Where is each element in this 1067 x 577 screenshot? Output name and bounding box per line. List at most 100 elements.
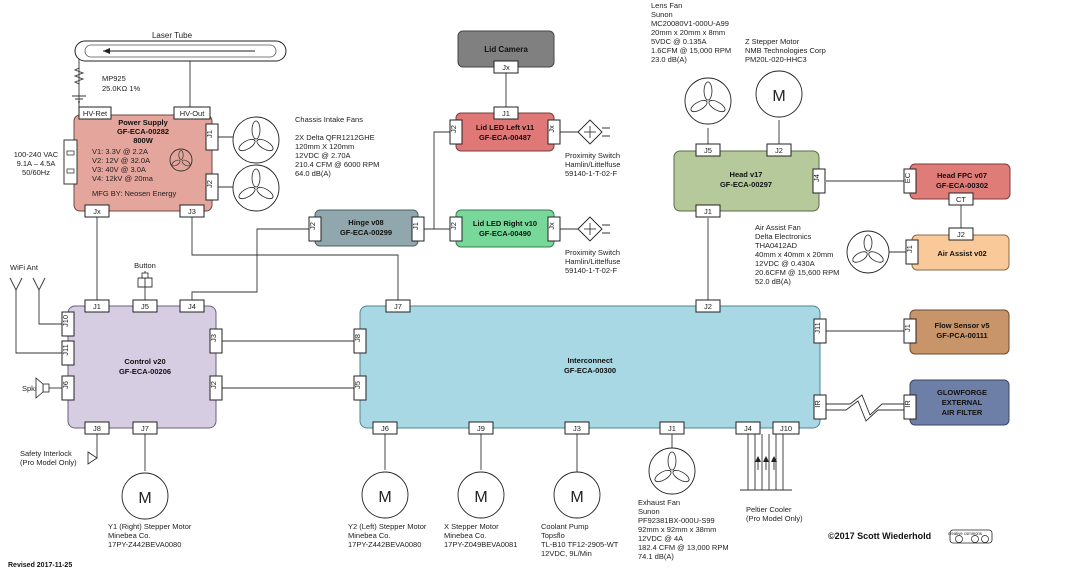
laser-tube-label: Laser Tube bbox=[152, 31, 193, 40]
head-j2: J2 bbox=[775, 146, 783, 155]
lid-led-left-j2: J2 bbox=[449, 125, 458, 133]
air-fan-line6: 20.6CFM @ 15,600 RPM bbox=[755, 268, 839, 277]
interconnect-j10: J10 bbox=[780, 424, 792, 433]
intake-fans-line3: 12VDC @ 2.70A bbox=[295, 151, 351, 160]
power-supply-title: Power Supply bbox=[118, 118, 168, 127]
speaker-icon bbox=[35, 377, 50, 399]
interconnect-j4: J4 bbox=[744, 424, 752, 433]
interconnect-j7: J7 bbox=[394, 302, 402, 311]
control-title: Control v20 bbox=[124, 357, 165, 366]
button-label: Button bbox=[134, 261, 156, 270]
control-j7: J7 bbox=[141, 424, 149, 433]
lid-led-right-jx: Jx bbox=[547, 222, 556, 230]
y1-motor-line1: Y1 (Right) Stepper Motor bbox=[108, 522, 192, 531]
psu-j1: J1 bbox=[205, 130, 214, 138]
exhaust-line7: 74.1 dB(A) bbox=[638, 552, 674, 561]
intake-fan-icon-1 bbox=[232, 116, 280, 164]
prox-switch-2-line2: Hamlin/Littelfuse bbox=[565, 257, 620, 266]
y1-motor-line3: 17PY-Z442BEVA0080 bbox=[108, 540, 181, 549]
y2-motor-line3: 17PY-Z442BEVA0080 bbox=[348, 540, 421, 549]
external-filter-block: GLOWFORGE EXTERNAL AIR FILTER IR bbox=[903, 379, 1010, 426]
air-assist-title: Air Assist v02 bbox=[937, 249, 986, 258]
pump-line2: Topsflo bbox=[541, 531, 565, 540]
lid-camera-jx: Jx bbox=[502, 63, 510, 72]
button-icon bbox=[137, 272, 153, 288]
flow-sensor-block: Flow Sensor v5 GF-PCA-00111 J1 bbox=[903, 309, 1010, 355]
proximity-switch-icon-2 bbox=[577, 216, 610, 242]
control-j11: J11 bbox=[61, 344, 70, 356]
psu-v3: V3: 40V @ 3.0A bbox=[92, 165, 146, 174]
lid-led-left-part: GF-ECA-00487 bbox=[479, 133, 531, 142]
flow-sensor-title: Flow Sensor v5 bbox=[934, 321, 989, 330]
interconnect-j8: J8 bbox=[353, 334, 362, 342]
filter-ir: IR bbox=[903, 400, 912, 408]
prox-switch-2-line1: Proximity Switch bbox=[565, 248, 620, 257]
pump-line4: 12VDC, 9L/Min bbox=[541, 549, 592, 558]
hinge-title: Hinge v08 bbox=[348, 218, 383, 227]
control-j10: J10 bbox=[61, 315, 70, 327]
psu-j2: J2 bbox=[205, 180, 214, 188]
exhaust-fan-icon bbox=[648, 447, 696, 495]
lens-fan-line6: 1.6CFM @ 15,000 RPM bbox=[651, 46, 731, 55]
intake-fans-line1: 2X Delta QFR1212GHE bbox=[295, 133, 375, 142]
x-motor-symbol: M bbox=[474, 489, 487, 506]
x-motor-icon: M bbox=[457, 471, 505, 519]
lens-fan-line3: MC20080V1-000U-A99 bbox=[651, 19, 729, 28]
exhaust-line3: PF92381BX-000U-S99 bbox=[638, 516, 715, 525]
interconnect-j2: J2 bbox=[704, 302, 712, 311]
power-supply-power: 800W bbox=[133, 136, 154, 145]
flow-sensor-part: GF-PCA-00111 bbox=[936, 331, 987, 340]
prox-switch-1-line3: 59140-1-T-02-F bbox=[565, 169, 618, 178]
x-motor-line1: X Stepper Motor bbox=[444, 522, 499, 531]
air-assist-j1: J1 bbox=[905, 245, 914, 253]
interconnect-j6: J6 bbox=[381, 424, 389, 433]
z-motor-icon: M bbox=[755, 70, 803, 118]
interconnect-j9: J9 bbox=[477, 424, 485, 433]
interconnect-j11: J11 bbox=[813, 322, 822, 334]
psu-v4: V4: 12kV @ 20ma bbox=[92, 174, 154, 183]
exhaust-line4: 92mm x 92mm x 38mm bbox=[638, 525, 716, 534]
lens-fan-line2: Sunon bbox=[651, 10, 673, 19]
lens-fan-line7: 23.0 dB(A) bbox=[651, 55, 687, 64]
air-fan-line5: 12VDC @ 0.430A bbox=[755, 259, 815, 268]
lens-fan-icon bbox=[684, 77, 732, 125]
lid-led-right-title: Lid LED Right v10 bbox=[473, 219, 537, 228]
flow-sensor-j1: J1 bbox=[903, 324, 912, 332]
head-fpc-block: Head FPC v07 GF-ECA-00302 EC CT bbox=[903, 163, 1011, 206]
prox-switch-1-line1: Proximity Switch bbox=[565, 151, 620, 160]
exhaust-line1: Exhaust Fan bbox=[638, 498, 680, 507]
lid-led-left-jx: Jx bbox=[547, 125, 556, 133]
exhaust-line2: Sunon bbox=[638, 507, 660, 516]
control-j2: J2 bbox=[209, 381, 218, 389]
head-j5: J5 bbox=[704, 146, 712, 155]
exhaust-line5: 12VDC @ 4A bbox=[638, 534, 683, 543]
creative-commons-badge: creative commons bbox=[948, 529, 993, 544]
control-j1: J1 bbox=[93, 302, 101, 311]
head-block: Head v17 GF-ECA-00297 J5 J2 J4 J1 bbox=[673, 143, 826, 218]
hinge-block: Hinge v08 GF-ECA-00299 J2 J1 bbox=[308, 209, 425, 247]
head-j4: J4 bbox=[812, 174, 821, 182]
lid-led-right-block: Lid LED Right v10 GF-ECA-00490 J2 Jx bbox=[449, 209, 561, 248]
filter-line1: GLOWFORGE bbox=[937, 388, 987, 397]
copyright: ©2017 Scott Wiederhold bbox=[828, 531, 931, 541]
y2-motor-line2: Minebea Co. bbox=[348, 531, 391, 540]
safety-line2: (Pro Model Only) bbox=[20, 458, 77, 467]
y1-motor-line2: Minebea Co. bbox=[108, 531, 151, 540]
hinge-j1: J1 bbox=[411, 222, 420, 230]
speaker-label: Spkr bbox=[22, 384, 38, 393]
filter-line2: EXTERNAL bbox=[942, 398, 983, 407]
head-title: Head v17 bbox=[730, 170, 763, 179]
psu-j3: J3 bbox=[188, 207, 196, 216]
cc-icon bbox=[955, 535, 963, 543]
mains-line1: 100-240 VAC bbox=[14, 150, 59, 159]
peltier-line2: (Pro Model Only) bbox=[746, 514, 803, 523]
air-fan-line2: Delta Electronics bbox=[755, 232, 812, 241]
intake-fans-line4: 210.4 CFM @ 6000 RPM bbox=[295, 160, 379, 169]
psu-fan-icon bbox=[169, 148, 193, 172]
revised-date: Revised 2017-11-25 bbox=[8, 562, 72, 569]
lid-camera-block: Lid Camera Jx bbox=[457, 30, 555, 74]
z-motor-line3: PM20L-020-HHC3 bbox=[745, 55, 807, 64]
intake-fan-icon-2 bbox=[232, 164, 280, 212]
z-motor-line2: NMB Technologies Corp bbox=[745, 46, 826, 55]
pump-motor-symbol: M bbox=[570, 489, 583, 506]
